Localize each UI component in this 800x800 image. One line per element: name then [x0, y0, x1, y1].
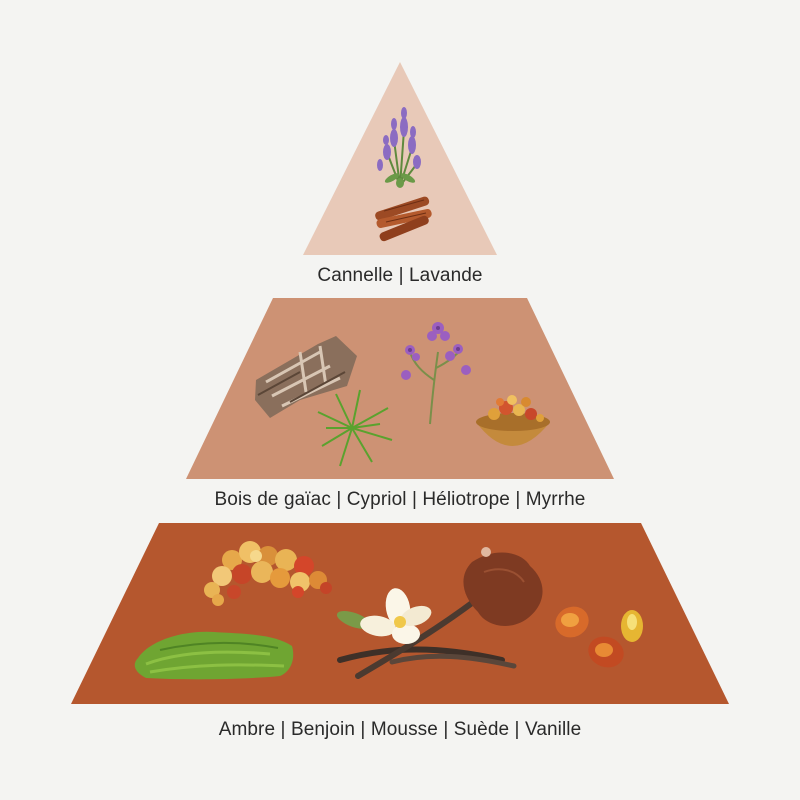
tier-top-label: Cannelle | Lavande: [317, 265, 483, 286]
cinnamon-icon: [375, 196, 432, 242]
vanilla-icon: [336, 588, 517, 679]
amber-stones-icon: [555, 606, 643, 668]
tier-middle: [186, 298, 614, 479]
cypriol-icon: [317, 389, 393, 467]
tier-base-label: Ambre | Benjoin | Mousse | Suède | Vanil…: [218, 719, 582, 740]
moss-icon: [134, 631, 294, 680]
tier-middle-label: Bois de gaïac | Cypriol | Héliotrope | M…: [214, 489, 586, 510]
benzoin-resin-icon: [204, 541, 332, 606]
lavender-icon: [377, 107, 421, 188]
tier-top-shape: [303, 62, 497, 255]
tier-base: [71, 523, 729, 704]
heliotrope-icon: [401, 322, 471, 425]
tier-middle-shape: [186, 298, 614, 479]
tier-top: [303, 62, 497, 255]
myrrh-bowl-icon: [476, 395, 550, 446]
guaiac-wood-icon: [255, 336, 357, 418]
suede-icon: [463, 547, 543, 626]
